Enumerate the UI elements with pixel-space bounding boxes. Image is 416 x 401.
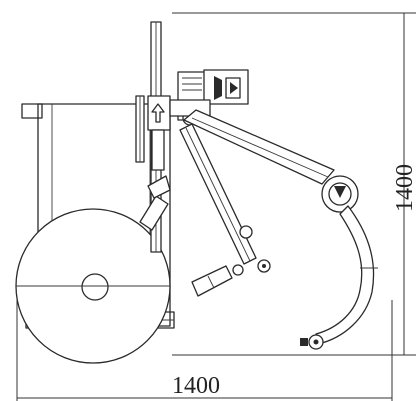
dimension-lines [16,12,416,401]
dimension-label-vertical: 1400 [392,164,416,212]
vertical-post [135,21,171,253]
lower-bracket [139,175,171,231]
curved-hook-arm [300,205,378,350]
lower-link-arm [179,123,271,273]
dimension-label-horizontal: 1400 [172,373,220,399]
handle-block [191,264,244,297]
wheel-drum [15,208,171,364]
swing-arm [183,109,359,213]
